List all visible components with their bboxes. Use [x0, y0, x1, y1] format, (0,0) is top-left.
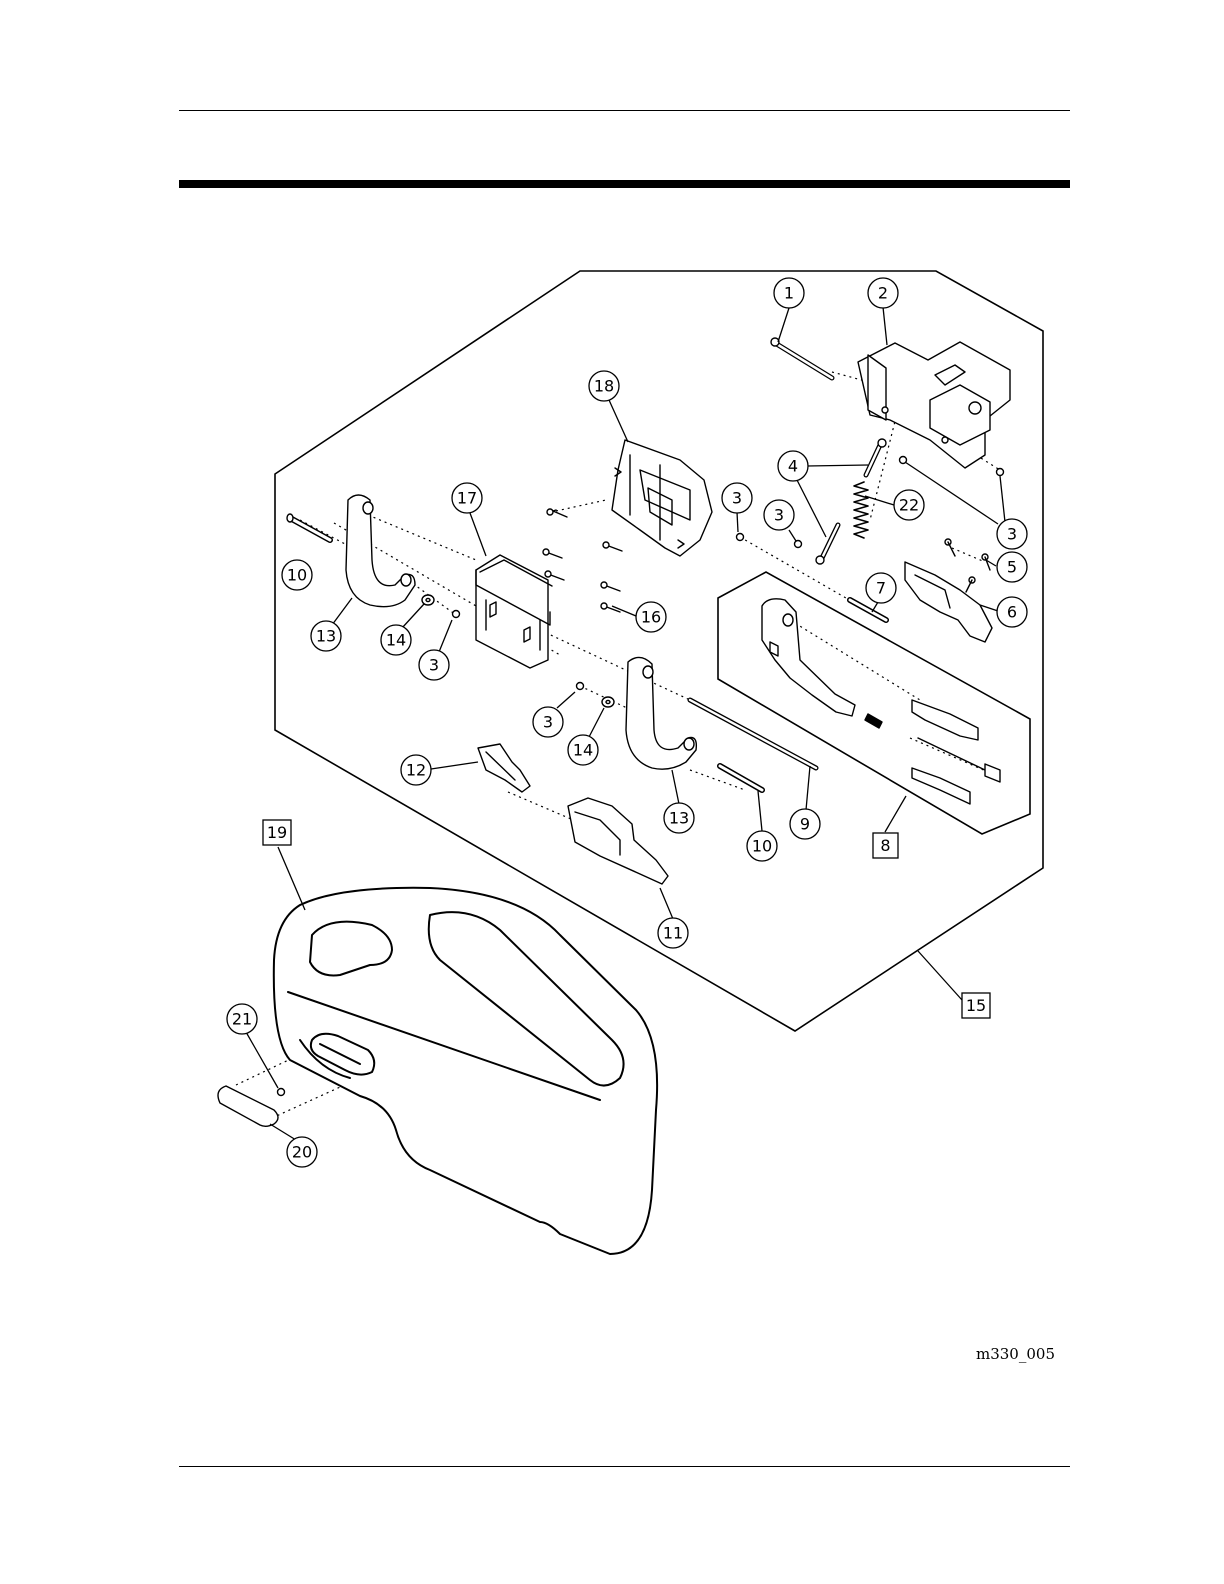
callout-10a-label: 10: [287, 566, 307, 585]
part-pin-1: [771, 338, 832, 378]
callout-5-label: 5: [1007, 558, 1017, 577]
callout-3a-label: 3: [732, 489, 742, 508]
part-handle-13-center: [626, 657, 696, 769]
part-mounting-plate-17: [476, 555, 552, 668]
callout-13a-label: 13: [316, 627, 336, 646]
callout-3e-label: 3: [543, 713, 553, 732]
part-plug-20: [218, 1086, 278, 1126]
callout-22-label: 22: [899, 496, 919, 515]
part-pin-10-left: [287, 514, 330, 540]
callout-18-label: 18: [594, 377, 614, 396]
parts: [218, 338, 1010, 1254]
part-housing-11: [568, 798, 668, 884]
part-link-rod-4: [816, 439, 886, 564]
callout-15-label: 15: [966, 996, 986, 1015]
callout-13b-label: 13: [669, 809, 689, 828]
part-lever-assembly-8: [762, 599, 1000, 804]
callout-1-label: 1: [784, 284, 794, 303]
part-bracket-6: [905, 562, 992, 642]
callout-8-label: 8: [880, 836, 890, 855]
callout-4-label: 4: [788, 457, 798, 476]
callout-12-label: 12: [406, 761, 426, 780]
callout-10b-label: 10: [752, 837, 772, 856]
callout-19-label: 19: [267, 823, 287, 842]
callout-9-label: 9: [800, 815, 810, 834]
part-handle-shell-19: [274, 888, 657, 1254]
callout-2-label: 2: [878, 284, 888, 303]
callout-11-label: 11: [663, 924, 683, 943]
part-cover-12: [478, 744, 530, 792]
callout-3b-label: 3: [774, 506, 784, 525]
part-screws-5: [945, 539, 990, 592]
callout-20-label: 20: [292, 1143, 312, 1162]
callout-14a-label: 14: [386, 631, 406, 650]
callout-6-label: 6: [1007, 603, 1017, 622]
part-ball-21: [278, 1089, 285, 1096]
callout-21-label: 21: [232, 1010, 252, 1029]
figure-code: m330_005: [976, 1345, 1055, 1363]
callout-16-label: 16: [641, 608, 661, 627]
callout-7-label: 7: [876, 579, 886, 598]
part-back-plate-18: [612, 440, 712, 556]
callout-3c-label: 3: [1007, 525, 1017, 544]
part-rod-9: [690, 700, 816, 768]
callout-17-label: 17: [457, 489, 477, 508]
part-screws-16: [543, 509, 622, 612]
callout-3d-label: 3: [429, 656, 439, 675]
callout-14b-label: 14: [573, 741, 593, 760]
part-pin-10-center: [720, 766, 762, 790]
part-spring-22: [854, 482, 868, 538]
